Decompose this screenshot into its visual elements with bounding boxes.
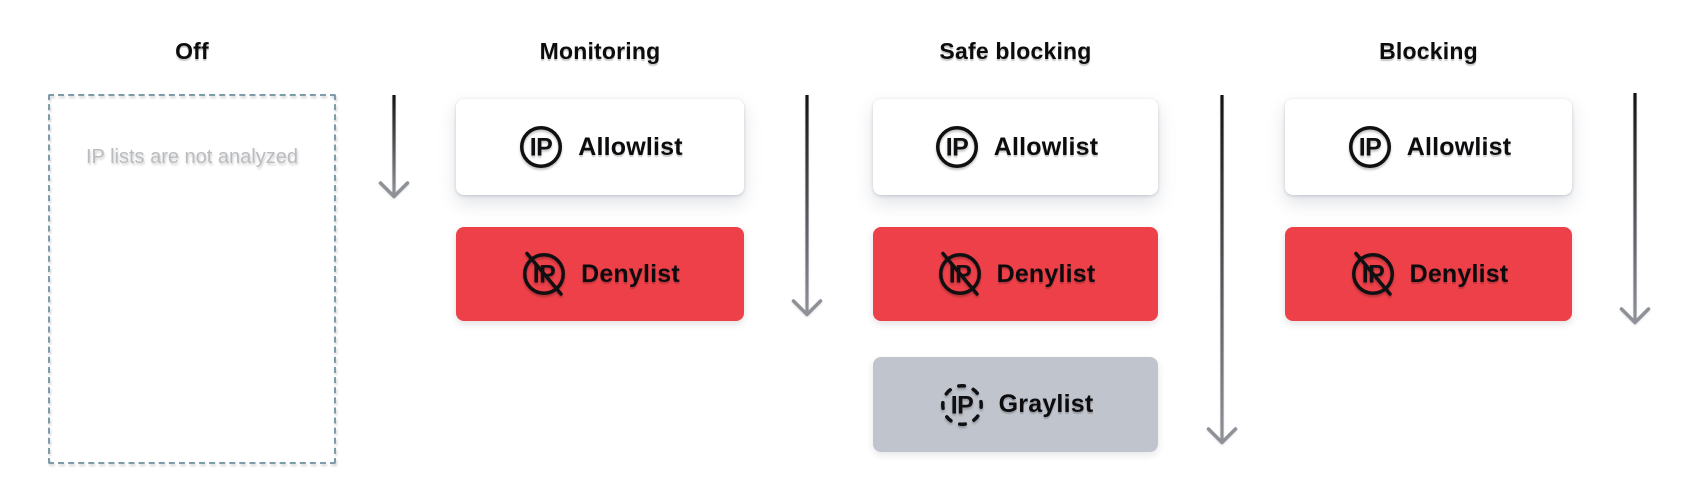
card-allowlist: IP Allowlist [873, 99, 1158, 195]
column-title-monitoring: Monitoring [539, 38, 661, 64]
down-arrow-icon [1206, 95, 1238, 445]
off-empty-box: IP lists are not analyzed [48, 94, 336, 464]
down-arrow-icon [1619, 93, 1651, 325]
card-label: Denylist [581, 259, 680, 288]
card-label: Allowlist [578, 132, 683, 161]
ip-denylist-icon: IP [1351, 251, 1394, 296]
card-label: Graylist [998, 390, 1094, 418]
off-empty-note: IP lists are not analyzed [86, 146, 298, 168]
ip-allowlist-icon: IP [520, 126, 563, 168]
card-label: Denylist [996, 259, 1096, 288]
card-allowlist: IP Allowlist [1285, 99, 1572, 195]
card-denylist: IP Denylist [873, 227, 1158, 321]
svg-text:IP: IP [1358, 134, 1381, 162]
card-allowlist: IP Allowlist [456, 99, 744, 195]
ip-denylist-icon: IP [523, 251, 566, 296]
ip-denylist-icon: IP [938, 251, 981, 296]
svg-text:IP: IP [945, 134, 968, 162]
card-denylist: IP Denylist [1285, 227, 1572, 321]
ip-graylist-icon: IP [940, 383, 983, 426]
card-label: Denylist [1409, 259, 1509, 288]
card-label: Allowlist [993, 132, 1099, 161]
column-title-blocking: Blocking [1379, 38, 1478, 64]
ip-allowlist-icon: IP [935, 126, 978, 168]
column-title-safe-blocking: Safe blocking [939, 38, 1092, 64]
card-label: Allowlist [1406, 132, 1512, 161]
down-arrow-icon [791, 95, 823, 317]
ip-allowlist-icon: IP [1348, 126, 1391, 168]
column-title-off: Off [175, 38, 209, 64]
card-graylist: IP Graylist [873, 357, 1158, 452]
svg-text:IP: IP [950, 391, 973, 419]
svg-text:IP: IP [530, 134, 553, 162]
card-denylist: IP Denylist [456, 227, 744, 321]
down-arrow-icon [378, 95, 410, 199]
